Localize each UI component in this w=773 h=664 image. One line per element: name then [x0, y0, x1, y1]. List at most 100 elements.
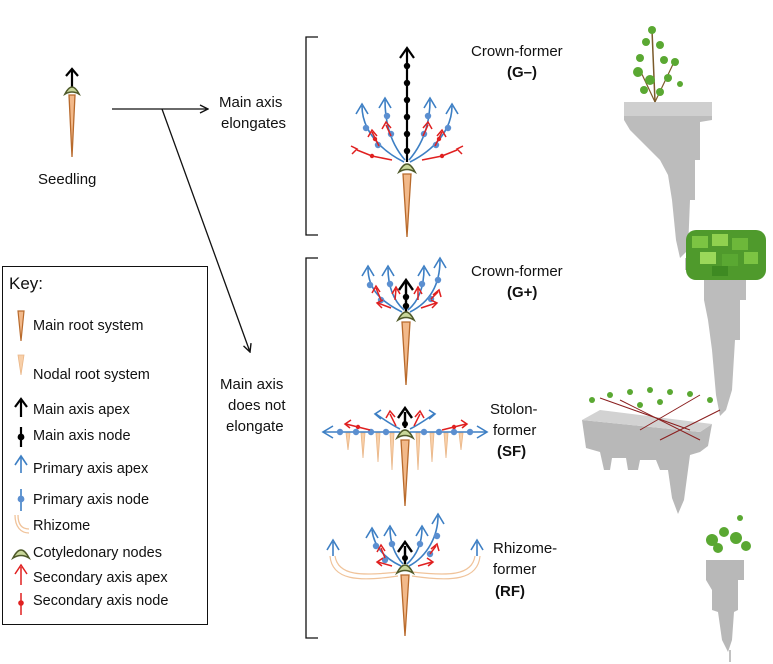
leaf-icon [642, 38, 650, 46]
secondary-axis [377, 302, 392, 309]
leaf-icon [712, 234, 728, 246]
secondary-axis-apex-icon [376, 543, 386, 553]
arrow-to-not-elongate [161, 108, 250, 352]
primary-node-icon [388, 540, 396, 548]
primary-axis-apex-icon [431, 512, 445, 525]
primary-node-icon [352, 428, 360, 436]
main-root-icon [400, 574, 410, 637]
main-axis-node-icon [402, 421, 408, 427]
key-item-label: Rhizome [33, 518, 91, 534]
leaf-icon [637, 402, 643, 408]
leaf-icon [707, 397, 713, 403]
leaf-icon [656, 88, 664, 96]
leaf-icon [627, 389, 633, 395]
leaf-icon [664, 74, 672, 82]
key-item-label: Primary axis node [33, 492, 150, 508]
primary-axis-apex-icon [381, 264, 395, 277]
secondary-node-icon [439, 153, 445, 159]
main-axis-node-icon [403, 96, 411, 104]
type-line1: Crown-former [471, 43, 563, 60]
primary-axis-apex-icon [383, 524, 397, 537]
nodal-root-icon [443, 432, 449, 459]
primary-axis-apex-icon [417, 264, 431, 277]
secondary-axis-apex-icon [426, 557, 435, 567]
primary-axis [409, 413, 435, 430]
primary-node-icon [433, 532, 441, 540]
leaf-icon [589, 397, 595, 403]
primary-axis [375, 413, 401, 430]
leaf-icon [640, 86, 648, 94]
rhizome-icon [329, 555, 399, 580]
secondary-node-icon [355, 424, 361, 430]
black-node-icon [17, 433, 25, 441]
secondary-node-icon [451, 424, 457, 430]
primary-node-icon [372, 542, 380, 550]
render-crown-former-g-plus [686, 230, 766, 416]
primary-axis-apex-icon [355, 102, 369, 115]
leaf-icon [700, 252, 716, 264]
secondary-axes [371, 284, 442, 309]
secondary-axis [389, 413, 397, 427]
key-title: Key: [9, 274, 44, 293]
main-root-icon [17, 310, 25, 342]
seedling-diagram [63, 67, 81, 158]
red-node-icon [18, 600, 24, 606]
render-crown-former-g-minus [624, 26, 712, 270]
main-axis-apex-icon [397, 405, 413, 419]
primary-axis-apex-icon [373, 409, 382, 420]
secondary-axis [413, 413, 421, 427]
type-line2: former [493, 422, 536, 439]
secondary-axis [394, 288, 397, 301]
primary-axis-apex-icon [415, 524, 429, 537]
render-stolon-former [582, 387, 721, 514]
type-label-crown-g-minus: Crown-former (G–) [471, 43, 567, 81]
nodal-root-icon [415, 432, 421, 471]
seedling-apex-icon [65, 67, 79, 77]
branch-top-line2: elongates [221, 115, 286, 132]
secondary-nodes [369, 136, 445, 159]
render-foliage [633, 26, 683, 96]
cotyledon-icon [395, 564, 415, 576]
cotyledon-icon [11, 549, 31, 561]
key-item-label: Primary axis apex [33, 461, 149, 477]
secondary-axis [375, 287, 382, 301]
leaf-icon [677, 81, 683, 87]
leaf-icon [656, 41, 664, 49]
secondary-axis-apex-icon [436, 128, 447, 138]
primary-node-icon [382, 428, 390, 436]
seedling-cotyledon-icon [63, 86, 81, 97]
leaf-icon [633, 67, 643, 77]
nodal-root-icon [458, 432, 464, 451]
secondary-node-icon [436, 136, 442, 142]
primary-node-icon [418, 280, 426, 288]
primary-axis [408, 515, 439, 567]
key-item-label: Nodal root system [33, 367, 150, 383]
diagram-crown-former-g-plus [361, 256, 447, 386]
nodal-root-icon [17, 354, 25, 376]
type-line3: (RF) [495, 583, 525, 600]
primary-node-icon [366, 281, 374, 289]
main-axis-node-icon [403, 79, 411, 87]
leaf-icon [741, 541, 751, 551]
type-label-rhizome-former: Rhizome- former (RF) [493, 540, 561, 600]
secondary-axis-apex-icon [381, 120, 392, 130]
leaf-icon [648, 26, 656, 34]
primary-node-icon [434, 276, 442, 284]
nodal-root-icon [360, 432, 366, 459]
type-line2: former [493, 561, 536, 578]
secondary-axis [430, 291, 439, 300]
key-item-label: Main axis node [33, 428, 131, 444]
primary-node-icon [336, 428, 344, 436]
black-arrow-icon-head [14, 397, 28, 408]
main-axis-node-icon [402, 555, 408, 561]
primary-axis-apex-icon [321, 425, 334, 439]
primary-node-icon [381, 556, 389, 564]
bracket-elongates [305, 36, 318, 236]
secondary-axis-apex-icon [430, 542, 440, 552]
leaf-icon [660, 56, 668, 64]
secondary-axis [417, 561, 433, 567]
main-axis-node-icon [403, 130, 411, 138]
key-item-label: Secondary axis node [33, 593, 169, 609]
leaf-icon [732, 238, 748, 250]
secondary-axis [380, 547, 386, 559]
